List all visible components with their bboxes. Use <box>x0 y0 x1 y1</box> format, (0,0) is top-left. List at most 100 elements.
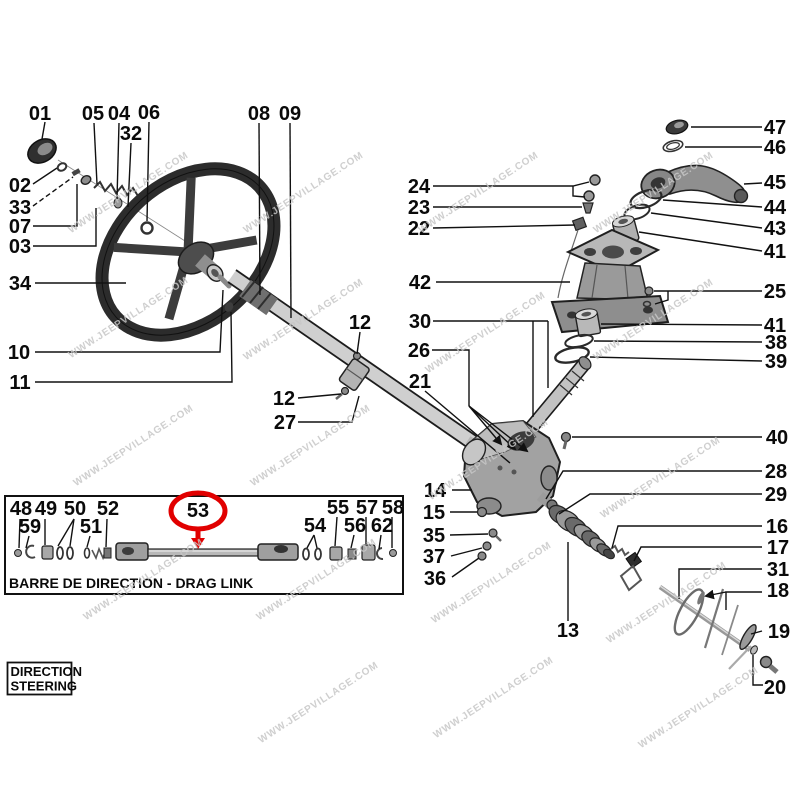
seat-50a <box>56 546 64 560</box>
highlight-arrow-head <box>191 538 205 549</box>
callout-12a: 12 <box>349 312 371 334</box>
ring-39 <box>554 346 590 364</box>
spring-16 <box>610 544 630 557</box>
callout-40: 40 <box>766 427 788 449</box>
upper-bearing-sleeve <box>239 279 278 316</box>
legend-line-en: STEERING <box>11 679 77 694</box>
spring-seat <box>113 197 123 209</box>
watermark-text: WWW.JEEPVILLAGE.COM <box>417 150 541 236</box>
callout-19: 19 <box>768 621 790 643</box>
washer-51 <box>83 547 91 559</box>
callout-12b: 12 <box>273 388 295 410</box>
clamp-bolt-shank <box>335 393 343 400</box>
seat-54b <box>314 547 322 561</box>
callout-17: 17 <box>767 537 789 559</box>
callout-43: 43 <box>764 218 786 240</box>
callout-57: 57 <box>356 497 378 519</box>
callout-04: 04 <box>108 103 131 125</box>
callouts: 01 05 04 06 32 08 09 02 33 07 03 34 10 1… <box>8 102 790 699</box>
pitman-arm-hole <box>650 177 666 189</box>
callout-05: 05 <box>82 103 104 125</box>
callout-11: 11 <box>9 372 30 394</box>
column-clamp <box>338 358 370 391</box>
plug-57 <box>361 544 376 561</box>
steering-wheel <box>95 162 281 342</box>
callout-44: 44 <box>764 197 787 219</box>
watermark-text: WWW.JEEPVILLAGE.COM <box>592 150 716 236</box>
steering-column <box>227 269 501 463</box>
sleeve-ring-3 <box>257 292 272 310</box>
drag-link-caption: BARRE DE DIRECTION - DRAG LINK <box>9 575 253 591</box>
exploded-axis-line <box>57 159 197 249</box>
shaft-spline-end <box>578 356 592 370</box>
callout-36: 36 <box>424 568 446 590</box>
callout-55: 55 <box>327 497 349 519</box>
cone-23 <box>582 202 594 214</box>
cup-22 <box>571 216 588 232</box>
screw-25 <box>644 286 654 296</box>
callout-29: 29 <box>765 484 787 506</box>
callout-08: 08 <box>248 103 270 125</box>
callout-20: 20 <box>764 677 786 699</box>
drag-link-box: 48 49 50 52 59 51 53 55 57 58 54 56 62 B… <box>4 490 404 595</box>
seat-54a <box>302 547 310 561</box>
bolt-20 <box>759 655 773 669</box>
legend-box: DIRECTION STEERING <box>6 661 83 696</box>
lever-ring-18a <box>673 588 705 636</box>
washer-20 <box>750 645 758 655</box>
callout-16: 16 <box>766 516 788 538</box>
callout-41b: 41 <box>764 315 786 337</box>
hub-bore <box>211 268 219 278</box>
callout-50: 50 <box>64 498 86 520</box>
callout-56: 56 <box>344 515 366 537</box>
washer-25 <box>642 300 652 308</box>
drag-link-tube <box>147 548 259 557</box>
callout-54: 54 <box>304 515 327 537</box>
callout-41a: 41 <box>764 241 786 263</box>
callout-39: 39 <box>765 351 787 373</box>
watermark-text: WWW.JEEPVILLAGE.COM <box>432 655 556 741</box>
callout-48: 48 <box>10 498 32 520</box>
callout-21: 21 <box>409 371 431 393</box>
callout-34: 34 <box>9 273 32 295</box>
callout-13: 13 <box>557 620 579 642</box>
callout-02: 02 <box>9 175 31 197</box>
spline-2 <box>565 377 579 389</box>
rod-31 <box>658 585 752 652</box>
spline-1 <box>571 370 585 382</box>
callout-09: 09 <box>279 103 301 125</box>
socket-right-hole <box>274 545 288 553</box>
drag-link-leaders <box>18 516 393 550</box>
callout-06: 06 <box>138 102 160 124</box>
callout-23: 23 <box>408 197 430 219</box>
socket-left-hole <box>122 547 134 555</box>
callout-47: 47 <box>764 117 786 139</box>
lever-18b <box>703 588 725 649</box>
adjuster-stack <box>536 492 615 560</box>
horn-contact-ring <box>56 162 68 172</box>
bolt-37 <box>482 541 492 551</box>
drag-link-callouts: 48 49 50 52 59 51 53 55 57 58 54 56 62 <box>10 497 404 538</box>
horn-screw <box>71 168 81 177</box>
plug-15 <box>476 506 488 518</box>
callout-42: 42 <box>409 272 431 294</box>
callout-37: 37 <box>423 546 445 568</box>
callout-25: 25 <box>764 281 786 303</box>
rod-end <box>728 645 752 670</box>
ring-46-outer <box>662 139 684 153</box>
hub-nut <box>224 302 234 312</box>
spline-3 <box>559 384 573 396</box>
wheel-rim-edge <box>101 168 275 336</box>
pitman-ball-end <box>733 188 749 204</box>
lever-tip <box>697 591 705 605</box>
watermark-text: WWW.JEEPVILLAGE.COM <box>249 403 373 489</box>
control-rod-assembly <box>658 585 779 674</box>
horn-button-parts <box>27 138 154 235</box>
callout-46: 46 <box>764 137 786 159</box>
callout-52: 52 <box>97 498 119 520</box>
legend-line-fr: DIRECTION <box>11 664 83 679</box>
watermark-text: WWW.JEEPVILLAGE.COM <box>430 540 554 626</box>
callout-14: 14 <box>424 480 447 502</box>
shaft-tip <box>217 274 232 289</box>
highlight-53 <box>168 490 228 549</box>
